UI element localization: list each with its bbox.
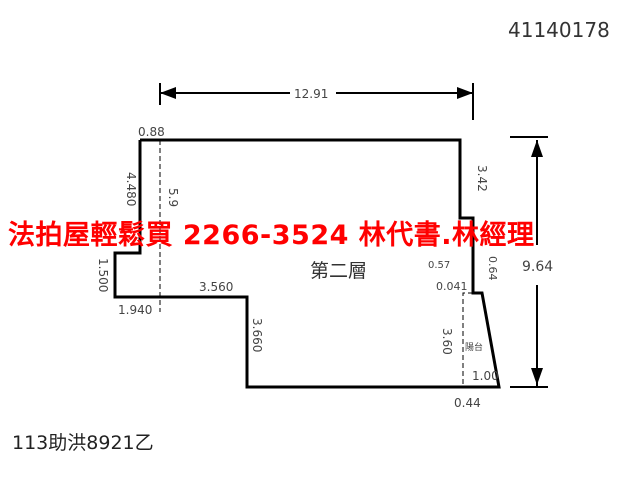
caption: 113助洪8921乙 [12, 432, 154, 454]
arrow-up [531, 140, 543, 157]
dim-right-step: 0.041 [436, 280, 468, 293]
dim-top-left: 0.88 [138, 125, 165, 139]
dim-left-upper: 4.480 [124, 172, 138, 206]
dim-balcony-bottom: 1.00 [472, 369, 499, 383]
advertisement-overlay: 法拍屋輕鬆買 2266-3524 林代書.林經理 [8, 220, 535, 251]
document-number: 41140178 [508, 18, 610, 42]
dim-left-step: 1.500 [96, 258, 110, 292]
arrow-down [531, 368, 543, 385]
dim-bottom-left: 1.940 [118, 303, 152, 317]
dim-right-mid-vertical: 0.64 [486, 256, 499, 281]
balcony-label: 陽台 [465, 341, 483, 353]
balcony-dashed [462, 292, 473, 387]
dim-overall-width: 12.91 [294, 87, 328, 101]
arrow-right [457, 87, 473, 99]
dim-right-mid: 0.57 [428, 260, 450, 271]
dim-right-upper: 3.42 [475, 165, 489, 192]
dim-center-vertical: 3.660 [250, 318, 264, 352]
floor-outline [113, 138, 501, 389]
arrow-left [160, 87, 176, 99]
dim-inner-left: 5.9 [166, 188, 180, 207]
dim-middle-step: 3.560 [199, 280, 233, 294]
floor-label: 第二層 [310, 260, 367, 282]
dim-balcony-depth: 3.60 [440, 328, 454, 355]
dim-bottom-right: 0.44 [454, 396, 481, 410]
dim-overall-depth: 9.64 [522, 259, 553, 275]
